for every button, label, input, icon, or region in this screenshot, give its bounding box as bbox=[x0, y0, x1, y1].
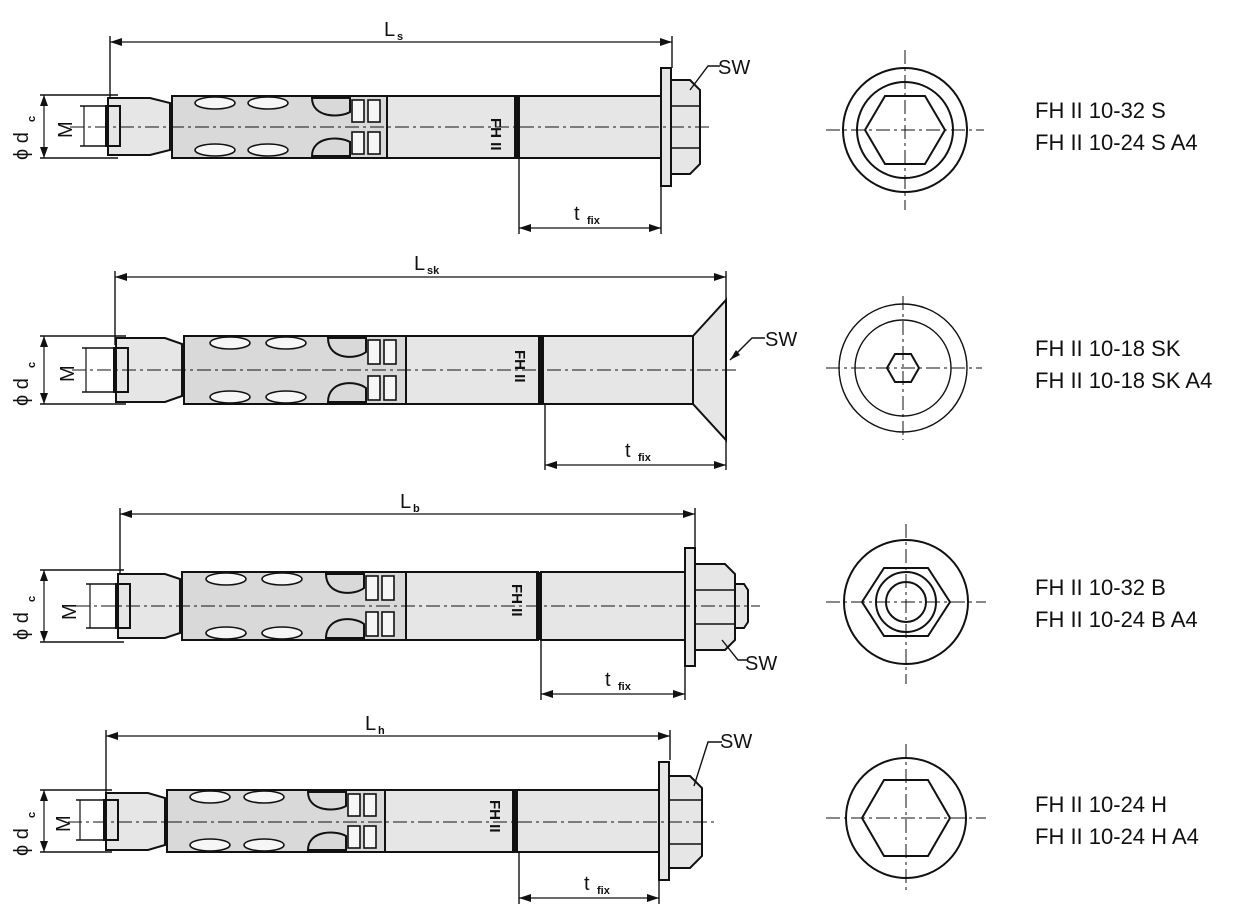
thread-label: M bbox=[57, 365, 79, 382]
end-view-b bbox=[826, 524, 986, 684]
hex-head bbox=[670, 79, 701, 175]
fixture-thickness-subscript: fix bbox=[618, 681, 632, 693]
washer bbox=[684, 547, 696, 667]
model-name: FH II 10-24 B A4 bbox=[1035, 607, 1198, 632]
body-mark: FH II bbox=[487, 118, 504, 151]
fixture-thickness-label: t bbox=[605, 669, 611, 691]
diameter-label: ϕ d bbox=[11, 378, 33, 406]
length-subscript: h bbox=[378, 725, 385, 737]
length-label: L bbox=[384, 19, 395, 41]
diameter-label: ϕ d bbox=[11, 828, 33, 856]
end-view-s bbox=[826, 50, 984, 210]
model-name: FH II 10-24 H bbox=[1035, 792, 1167, 817]
fixture-thickness-label: t bbox=[625, 440, 631, 462]
model-name: FH II 10-18 SK A4 bbox=[1035, 368, 1212, 393]
end-view-h bbox=[826, 744, 986, 892]
model-name: FH II 10-24 S A4 bbox=[1035, 130, 1198, 155]
variant-sk: L sk ϕ d c M FH II SW bbox=[11, 253, 1212, 470]
variant-b: L b ϕ d c M FH II S bbox=[11, 491, 1198, 700]
model-name: FH II 10-32 S bbox=[1035, 98, 1166, 123]
hex-head bbox=[668, 775, 703, 869]
washer bbox=[660, 67, 672, 187]
wrench-size-label: SW bbox=[720, 731, 752, 753]
diameter-label: ϕ d bbox=[11, 612, 33, 640]
hex-nut bbox=[694, 563, 736, 651]
length-label: L bbox=[414, 253, 425, 275]
model-name: FH II 10-24 H A4 bbox=[1035, 824, 1199, 849]
thread-label: M bbox=[55, 121, 77, 138]
body-mark: FH II bbox=[511, 350, 528, 383]
body-mark: FH II bbox=[508, 584, 525, 617]
diameter-label: ϕ d bbox=[11, 132, 33, 160]
thread-label: M bbox=[53, 815, 75, 832]
fixture-thickness-subscript: fix bbox=[597, 885, 611, 897]
wrench-size-label: SW bbox=[745, 653, 777, 675]
wrench-size-label: SW bbox=[765, 329, 797, 351]
diameter-subscript: c bbox=[26, 812, 38, 818]
length-subscript: s bbox=[397, 31, 403, 43]
bolt-end bbox=[734, 583, 749, 629]
body-mark: FH II bbox=[486, 800, 503, 833]
model-name: FH II 10-18 SK bbox=[1035, 336, 1181, 361]
thread-label: M bbox=[59, 603, 81, 620]
end-view-sk bbox=[826, 296, 982, 440]
variant-s: L s ϕ d c M FH II bbox=[11, 19, 1198, 234]
length-subscript: sk bbox=[427, 265, 440, 277]
length-label: L bbox=[365, 713, 376, 735]
diameter-subscript: c bbox=[26, 596, 38, 602]
length-label: L bbox=[400, 491, 411, 513]
washer bbox=[658, 761, 670, 881]
wrench-size-label: SW bbox=[718, 57, 750, 79]
model-name: FH II 10-32 B bbox=[1035, 575, 1166, 600]
variant-h: L h ϕ d c M FH II SW bbox=[11, 713, 1199, 904]
fixture-thickness-label: t bbox=[574, 203, 580, 225]
fixture-thickness-subscript: fix bbox=[638, 452, 652, 464]
fixture-thickness-label: t bbox=[584, 873, 590, 895]
diameter-subscript: c bbox=[26, 362, 38, 368]
diameter-subscript: c bbox=[26, 116, 38, 122]
fixture-thickness-subscript: fix bbox=[587, 215, 601, 227]
length-subscript: b bbox=[413, 503, 420, 515]
